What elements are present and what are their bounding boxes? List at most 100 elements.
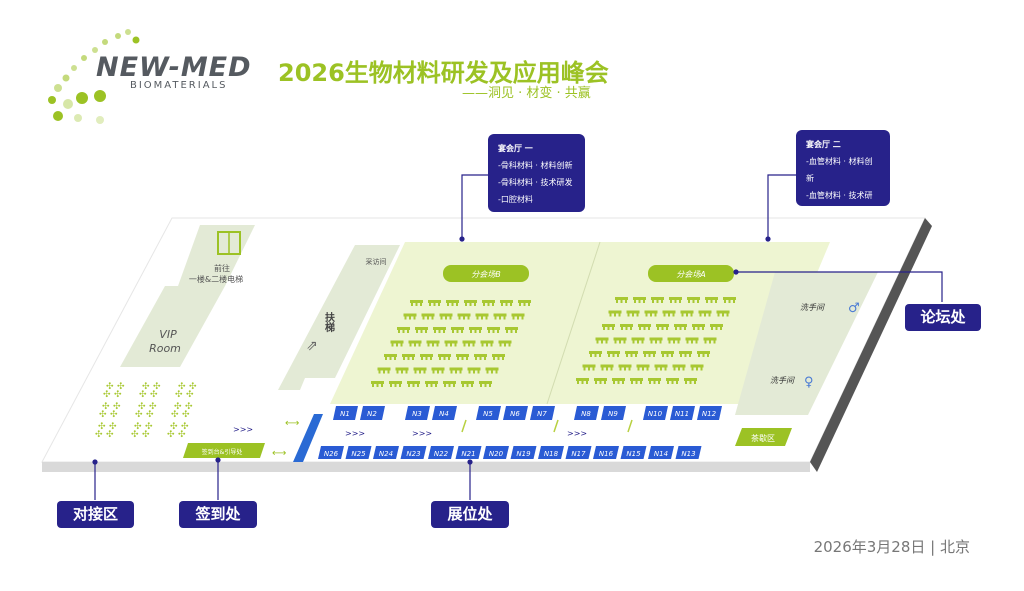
seat-group	[443, 381, 456, 387]
booth-n18[interactable]: N18	[538, 446, 564, 459]
booth-n17[interactable]: N17	[565, 446, 592, 459]
booth-label: N19	[516, 450, 531, 458]
booth-label: N11	[675, 410, 689, 418]
checkin-tag[interactable]: 签到处	[179, 501, 257, 528]
networking-seat-icon: ✣	[139, 390, 147, 400]
escalator-label: 扶梯	[323, 311, 335, 333]
booth-n16[interactable]: N16	[593, 446, 619, 459]
networking-seat-icon: ✣	[106, 430, 114, 440]
seat-group	[467, 367, 481, 374]
seat-group	[692, 324, 705, 330]
hall-a-label: 分会场A	[676, 270, 705, 279]
seat-group	[600, 364, 614, 371]
networking-tables: ✣✣✣✣✣✣✣✣✣✣✣✣✣✣✣✣✣✣✣✣✣✣✣✣✣✣✣✣✣✣✣✣✣✣✣✣	[95, 382, 197, 440]
seat-group	[667, 337, 681, 344]
seat-group	[446, 300, 459, 306]
seat-group	[493, 313, 507, 320]
booth-label: N3	[412, 410, 422, 418]
booth-n23[interactable]: N23	[400, 446, 427, 459]
checkin-desk[interactable]: 签到台&引导处	[183, 443, 265, 458]
seat-group	[615, 297, 628, 303]
hall-b-badge[interactable]: 分会场B	[443, 265, 529, 282]
seat-group	[371, 381, 384, 387]
booth-n26[interactable]: N26	[318, 446, 344, 459]
booth-n2[interactable]: N2	[360, 406, 385, 420]
hall-a-badge[interactable]: 分会场A	[648, 265, 734, 282]
networking-seat-icon: ✣	[103, 390, 111, 400]
networking-seat-icon: ✣	[175, 390, 183, 400]
seat-group	[662, 310, 676, 317]
booth-n22[interactable]: N22	[428, 446, 454, 459]
seat-group	[407, 381, 420, 387]
event-date-location: 2026年3月28日 | 北京	[813, 538, 970, 556]
seat-group	[620, 324, 633, 330]
elevator-area	[178, 225, 255, 286]
seat-group	[457, 313, 471, 320]
tea-break-label: 茶歇区	[751, 433, 775, 443]
flow-arrows-1: >>>	[233, 425, 253, 434]
networking-seat-icon: ✣	[131, 430, 139, 440]
booth-label: N16	[599, 450, 614, 458]
elevator-label-2: 一楼&二楼电梯	[189, 274, 243, 284]
elevator-label-1: 前往	[214, 263, 230, 273]
seat-group	[390, 340, 404, 347]
seat-group	[413, 367, 427, 374]
vip-room	[120, 286, 225, 367]
booth-n20[interactable]: N20	[483, 446, 509, 459]
restroom-area	[735, 272, 878, 415]
seat-group	[631, 337, 645, 344]
seat-group	[479, 381, 492, 387]
booth-n8[interactable]: N8	[574, 406, 599, 420]
booth-n4[interactable]: N4	[432, 406, 457, 420]
seat-group	[690, 364, 704, 371]
seat-group	[505, 327, 518, 333]
seat-group	[723, 297, 736, 303]
booth-n1[interactable]: N1	[333, 406, 358, 420]
seat-group	[469, 327, 482, 333]
seat-group	[594, 378, 607, 384]
restroom-label-1: 洗手间	[800, 303, 825, 312]
seat-group	[684, 378, 697, 384]
booth-n21[interactable]: N21	[455, 446, 482, 459]
networking-tag[interactable]: 对接区	[57, 501, 134, 528]
callout-item: -骨科材料 · 技术研发	[498, 178, 573, 187]
tea-break-area[interactable]: 茶歇区	[735, 428, 792, 446]
seat-group	[426, 340, 440, 347]
booth-n25[interactable]: N25	[345, 446, 372, 459]
forum-tag[interactable]: 论坛处	[905, 304, 981, 331]
networking-seat-icon: ✣	[146, 410, 154, 420]
booth-n3[interactable]: N3	[405, 406, 430, 420]
booth-n6[interactable]: N6	[503, 406, 528, 420]
logo-dots-icon	[48, 29, 140, 124]
networking-seat-icon: ✣	[181, 422, 189, 432]
booth-n5[interactable]: N5	[476, 406, 501, 420]
networking-seat-icon: ✣	[110, 410, 118, 420]
seat-group	[439, 313, 453, 320]
booth-n7[interactable]: N7	[530, 406, 555, 420]
hall-divider	[546, 241, 601, 405]
booth-n15[interactable]: N15	[620, 446, 647, 459]
male-restroom-icon: ♂	[848, 301, 860, 316]
booth-n13[interactable]: N13	[675, 446, 702, 459]
callout-item: -医美材料	[806, 225, 841, 234]
booth-label: N2	[367, 410, 377, 418]
seat-group	[582, 364, 596, 371]
booths-tag[interactable]: 展位处	[431, 501, 509, 528]
booth-n11[interactable]: N11	[670, 406, 695, 420]
seat-group	[480, 340, 494, 347]
networking-seat-icon: ✣	[106, 382, 114, 392]
seat-group	[511, 313, 525, 320]
networking-seat-icon: ✣	[167, 430, 175, 440]
networking-seat-icon: ✣	[142, 430, 150, 440]
booth-n10[interactable]: N10	[643, 406, 668, 420]
booth-n24[interactable]: N24	[373, 446, 399, 459]
seat-group	[672, 364, 686, 371]
booth-n9[interactable]: N9	[601, 406, 626, 420]
booth-n14[interactable]: N14	[648, 446, 674, 459]
booth-label: N25	[351, 450, 366, 458]
seat-group	[451, 327, 464, 333]
networking-seat-icon: ✣	[153, 382, 161, 392]
booth-n12[interactable]: N12	[697, 406, 722, 420]
booth-n19[interactable]: N19	[510, 446, 537, 459]
